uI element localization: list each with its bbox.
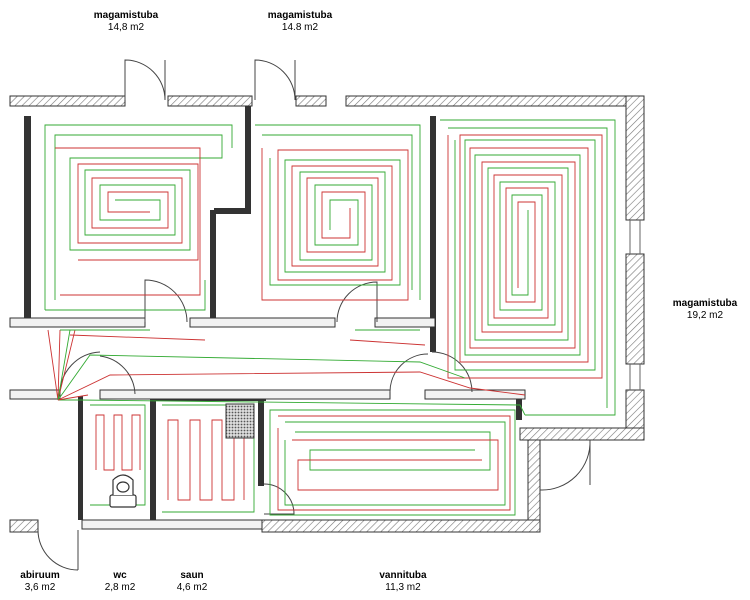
svg-text:14.8 m2: 14.8 m2 bbox=[282, 22, 319, 33]
svg-text:magamistuba: magamistuba bbox=[94, 10, 159, 21]
svg-text:2,8 m2: 2,8 m2 bbox=[105, 582, 136, 593]
svg-text:14,8 m2: 14,8 m2 bbox=[108, 22, 145, 33]
svg-text:vannituba: vannituba bbox=[379, 570, 427, 581]
corridor-walls bbox=[9, 317, 526, 530]
room-label-bedroom-1: magamistuba 14,8 m2 bbox=[94, 10, 159, 33]
heating-loop-sauna bbox=[162, 404, 255, 513]
distribution-pipes bbox=[47, 329, 526, 416]
room-label-utility: abiruum 3,6 m2 bbox=[20, 570, 60, 593]
svg-text:19,2 m2: 19,2 m2 bbox=[687, 310, 724, 321]
room-label-sauna: saun 4,6 m2 bbox=[177, 570, 208, 593]
room-label-bedroom-3: magamistuba 19,2 m2 bbox=[673, 298, 738, 321]
room-label-bathroom: vannituba 11,3 m2 bbox=[379, 570, 427, 593]
svg-text:magamistuba: magamistuba bbox=[673, 298, 738, 309]
room-label-bedroom-2: magamistuba 14.8 m2 bbox=[268, 10, 333, 33]
sauna-heater-icon bbox=[225, 403, 255, 439]
svg-text:3,6 m2: 3,6 m2 bbox=[25, 582, 56, 593]
interior-walls bbox=[24, 106, 522, 520]
heating-loop-bathroom bbox=[269, 409, 516, 516]
svg-text:saun: saun bbox=[180, 570, 203, 581]
svg-text:11,3 m2: 11,3 m2 bbox=[385, 582, 421, 593]
heating-loop-bedroom-1 bbox=[44, 124, 233, 311]
exterior-walls bbox=[9, 95, 645, 533]
room-label-wc: wc 2,8 m2 bbox=[105, 570, 136, 593]
heating-loop-bedroom-2 bbox=[255, 124, 421, 301]
svg-text:4,6 m2: 4,6 m2 bbox=[177, 582, 208, 593]
svg-text:magamistuba: magamistuba bbox=[268, 10, 333, 21]
svg-text:wc: wc bbox=[112, 570, 127, 581]
windows bbox=[629, 220, 641, 390]
door-swing-icon bbox=[37, 59, 591, 571]
svg-text:abiruum: abiruum bbox=[20, 570, 60, 581]
toilet-icon bbox=[109, 474, 137, 508]
heating-loop-bedroom-3 bbox=[440, 119, 616, 416]
